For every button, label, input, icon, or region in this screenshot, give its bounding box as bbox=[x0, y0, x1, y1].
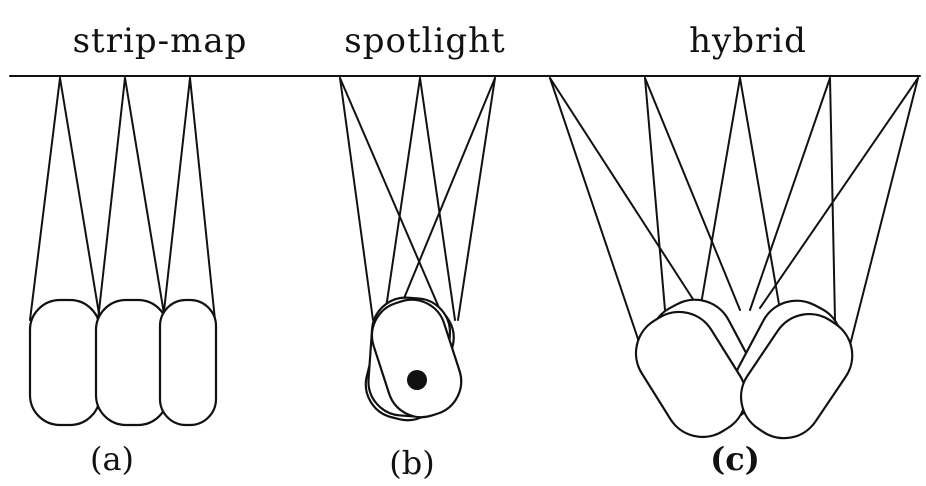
beam-edge bbox=[644, 77, 666, 311]
beam-edge bbox=[849, 77, 919, 346]
strip-map-panel: (a) bbox=[28, 77, 218, 478]
beam-edge bbox=[399, 77, 496, 309]
beam-edge bbox=[759, 77, 919, 309]
footprint-left-front bbox=[634, 310, 747, 439]
beam-edge bbox=[189, 77, 216, 321]
beam-edge bbox=[339, 77, 374, 321]
label-c: (c) bbox=[710, 440, 760, 478]
beam-edge bbox=[644, 77, 741, 311]
beam-edge bbox=[59, 77, 101, 321]
title-hybrid: hybrid bbox=[689, 21, 807, 61]
beam-edge bbox=[384, 77, 421, 316]
beam-edge bbox=[829, 77, 836, 321]
beam-edge bbox=[29, 77, 61, 321]
beam-edge bbox=[419, 77, 456, 321]
footprint-front bbox=[370, 298, 463, 419]
beam-edge bbox=[339, 77, 441, 311]
hybrid-panel: (c) bbox=[549, 77, 919, 478]
footprint-1 bbox=[28, 298, 102, 427]
beam-edge bbox=[749, 77, 831, 311]
beam-edge bbox=[124, 77, 166, 321]
label-a: (a) bbox=[90, 440, 134, 478]
footprint-right-front bbox=[739, 312, 854, 440]
footprint-3 bbox=[158, 298, 218, 427]
beam-edge bbox=[549, 77, 701, 311]
footprint-2 bbox=[94, 298, 170, 427]
beam-edge bbox=[549, 77, 641, 346]
title-strip-map: strip-map bbox=[73, 21, 248, 61]
label-b: (b) bbox=[389, 444, 434, 482]
beam-edge bbox=[162, 77, 191, 321]
beam-edge bbox=[739, 77, 781, 311]
title-spotlight: spotlight bbox=[344, 21, 505, 61]
beam-edge bbox=[699, 77, 741, 311]
beam-edge bbox=[97, 77, 126, 321]
spotlight-panel: (b) bbox=[339, 77, 496, 482]
target-spot-dot bbox=[407, 370, 427, 390]
beam-edge bbox=[457, 77, 496, 321]
